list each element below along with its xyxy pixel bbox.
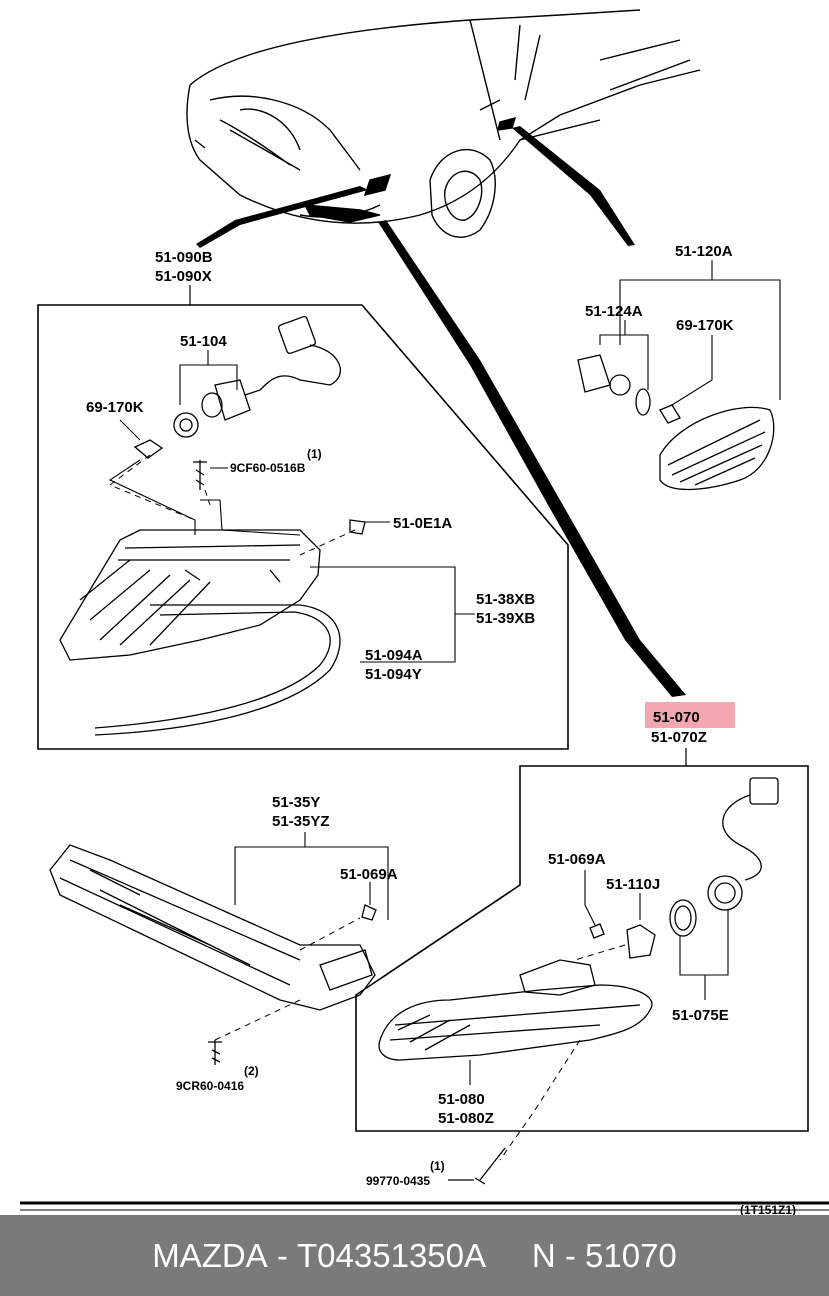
pointer-wedges [196,126,686,697]
highlight-box [645,702,735,728]
dashed-guides-right [499,944,626,1161]
label-51-090x: 51-090X [155,268,212,285]
footer-brand: MAZDA [152,1236,268,1274]
label-51-080z: 51-080Z [438,1110,494,1127]
label-51-38xb: 51-38XB [476,591,535,608]
label-screw-qty-last: (1) [430,1159,445,1173]
label-99770-0435: 99770-0435 [366,1174,430,1188]
parts-diagram: 51-090B 51-090X 51-104 69-170K (1) [20,9,829,1215]
label-51-35yz: 51-35YZ [272,813,330,830]
dashed-guides-left [108,454,356,556]
screw-99770 [448,1147,506,1185]
label-screw-qty-left: (1) [307,447,322,461]
label-51-069a-right: 51-069A [548,851,606,868]
clear-lens-assembly [49,844,377,1065]
label-51-110j: 51-110J [606,876,660,893]
label-screw-qty-bottom: (2) [244,1064,259,1078]
label-51-070z: 51-070Z [651,729,707,746]
turn-signal-assembly [378,777,779,1061]
label-51-124a: 51-124A [585,303,643,320]
label-69-170k-left: 69-170K [86,399,144,416]
lower-right-leaders [469,870,729,1085]
label-69-170k-right: 69-170K [676,317,734,334]
side-marker-leaders [599,260,781,406]
label-51-120a: 51-120A [675,243,733,260]
label-51-104: 51-104 [180,333,227,350]
footer-gap [486,1237,532,1275]
socket-harness-left [133,315,366,535]
footer-catalog-number: T04351350A [297,1236,487,1274]
label-51-35y: 51-35Y [272,794,320,811]
label-51-069a-left: 51-069A [340,866,398,883]
footer-banner: MAZDA - T04351350A N - 51070 [0,1215,829,1296]
label-51-094a: 51-094A [365,647,423,664]
footer-sep: - [267,1236,298,1274]
dashed-guides-lower-left [214,917,361,1041]
side-marker-assembly [577,354,775,491]
front-corner-lens [59,529,341,736]
label-51-070-highlighted: 51-070 [653,709,700,726]
label-51-39xb: 51-39XB [476,610,535,627]
lower-right-box [355,765,809,1132]
label-51-080: 51-080 [438,1091,485,1108]
label-51-094y: 51-094Y [365,666,422,683]
corner-code: (1T151Z1) [740,1203,796,1215]
lower-left-leaders [234,832,389,920]
label-51-0e1a: 51-0E1A [393,515,452,532]
label-9cr60-0416: 9CR60-0416 [176,1079,244,1093]
car-illustration [186,9,701,238]
label-9cf60-0516b: 9CF60-0516B [230,461,306,475]
footer-part-number: N - 51070 [531,1236,677,1274]
label-51-075e: 51-075E [672,1007,729,1024]
upper-left-box [37,304,569,750]
label-51-090b: 51-090B [155,249,213,266]
upper-left-leaders [108,350,475,663]
